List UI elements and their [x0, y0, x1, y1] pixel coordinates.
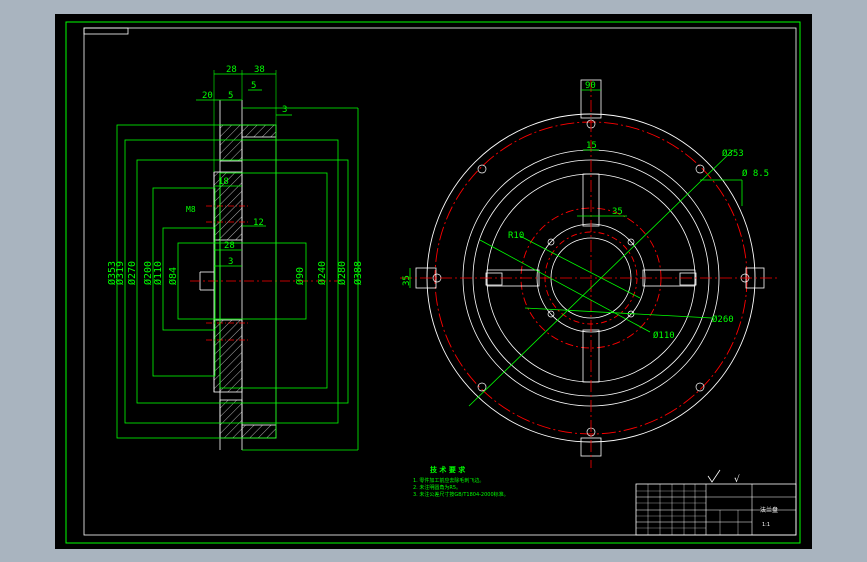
drawing-scale: 1:1 — [762, 522, 770, 528]
dim-d270: Ø270 — [126, 261, 138, 285]
dim-d240: Ø240 — [316, 261, 328, 285]
note-3: 3. 未注公差尺寸按GB/T1804-2000标准。 — [413, 491, 509, 498]
dim-28-top: 28 — [226, 65, 237, 75]
hatch-bottom-flange — [219, 399, 243, 439]
dim-d280: Ø280 — [336, 261, 348, 285]
dim-28-mid: 28 — [224, 241, 235, 251]
dim-d200: Ø200 — [142, 261, 154, 285]
dim-d353-front: Ø353 — [722, 148, 744, 159]
surface-roughness-mark: √ — [707, 469, 740, 485]
dim-d84: Ø84 — [167, 267, 179, 285]
dim-18: 18 — [218, 177, 229, 187]
dim-d319: Ø319 — [114, 261, 126, 285]
hatch-bottom-lip — [241, 424, 277, 439]
technical-requirements: 技 术 要 求 1. 零件加工前应去除毛刺飞边。 2. 未注明圆角为R5。 3.… — [413, 465, 509, 498]
dim-d353: Ø353 — [106, 261, 118, 285]
dim-15: 15 — [586, 141, 597, 151]
dim-m8: M8 — [186, 205, 196, 214]
dim-5-b: 5 — [251, 81, 256, 91]
dim-3-mid: 3 — [228, 257, 233, 267]
dim-12: 12 — [253, 218, 264, 228]
dim-90: 90 — [585, 81, 596, 91]
roughness-symbol: √ — [734, 474, 740, 485]
dim-5-a: 5 — [228, 91, 233, 101]
title-block: 法兰盘 1:1 — [635, 483, 797, 536]
dim-d90: Ø90 — [294, 267, 306, 285]
dim-r10: R10 — [508, 231, 524, 241]
dim-35-left: 35 — [402, 275, 412, 286]
outer-frame — [65, 21, 801, 544]
front-view: 90 15 35 35 R10 Ø353 Ø 8.5 Ø260 Ø110 — [400, 79, 780, 468]
note-1: 1. 零件加工前应去除毛刺飞边。 — [413, 477, 484, 484]
dim-d260: Ø260 — [712, 314, 734, 325]
drawing-name: 法兰盘 — [760, 506, 778, 514]
notes-title: 技 术 要 求 — [430, 465, 466, 474]
dim-d8-5: Ø 8.5 — [742, 168, 769, 179]
hatch-top-lip — [241, 124, 277, 138]
dim-d110: Ø110 — [152, 261, 164, 285]
drawing-canvas[interactable] — [55, 14, 812, 549]
dim-d388: Ø388 — [352, 261, 364, 285]
note-2: 2. 未注明圆角为R5。 — [413, 484, 461, 491]
code-box — [83, 27, 129, 35]
dim-3-top: 3 — [282, 105, 287, 115]
dim-35-slot: 35 — [612, 207, 623, 217]
hatch-top-flange — [219, 124, 243, 162]
side-view: 28 38 20 5 5 3 18 M8 12 28 3 Ø353 Ø319 Ø… — [106, 65, 364, 451]
dim-d110-front: Ø110 — [653, 330, 675, 341]
dim-20: 20 — [202, 91, 213, 101]
dim-38: 38 — [254, 65, 265, 75]
inner-frame — [83, 27, 797, 536]
hatch-hub-bottom — [213, 319, 243, 393]
